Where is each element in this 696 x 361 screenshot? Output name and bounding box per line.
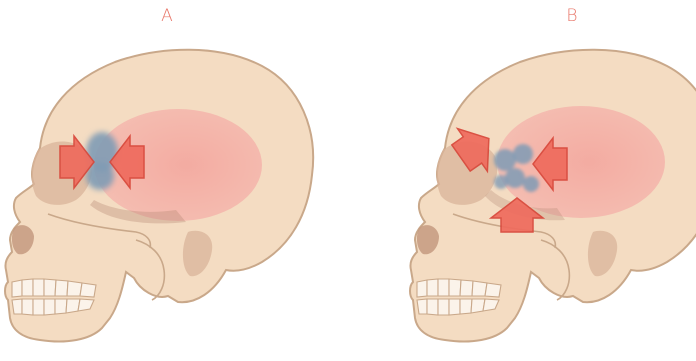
panel-b-skull [410,50,696,342]
panel-a-skull [5,50,313,342]
